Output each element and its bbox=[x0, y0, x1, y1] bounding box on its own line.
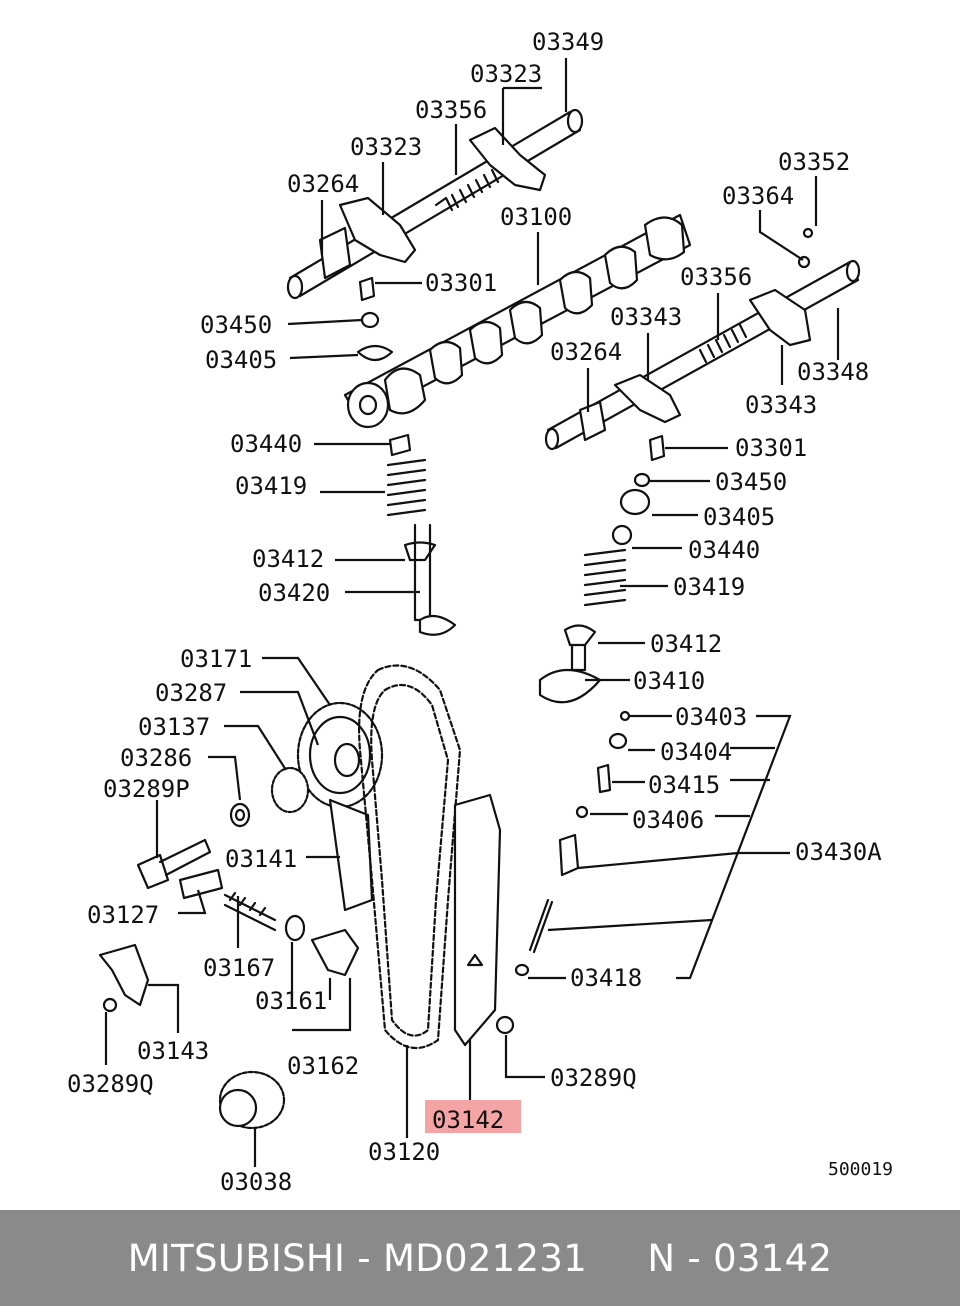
label-03289q-right: 03289Q bbox=[550, 1064, 637, 1092]
footer-bar: MITSUBISHI - MD021231 N - 03142 bbox=[0, 1210, 960, 1306]
label-03343-bottom: 03343 bbox=[745, 391, 817, 419]
label-03143: 03143 bbox=[137, 1037, 209, 1065]
rocker-shaft-right-drawing bbox=[544, 259, 861, 451]
label-03352: 03352 bbox=[778, 148, 850, 176]
label-03264-right: 03264 bbox=[550, 338, 622, 366]
rocker-shaft-left-drawing bbox=[286, 108, 584, 300]
label-03364: 03364 bbox=[722, 182, 794, 210]
label-03142: 03142 bbox=[432, 1106, 504, 1134]
label-03356-top: 03356 bbox=[415, 96, 487, 124]
label-03137: 03137 bbox=[138, 713, 210, 741]
valve-parts-right-drawing bbox=[538, 227, 814, 704]
label-03440-right: 03440 bbox=[688, 536, 760, 564]
sprocket-drawing bbox=[98, 701, 631, 1130]
label-03120: 03120 bbox=[368, 1138, 440, 1166]
leader-lines bbox=[104, 58, 840, 1167]
label-03343-top: 03343 bbox=[610, 303, 682, 331]
label-03430a: 03430A bbox=[795, 838, 882, 866]
label-03289q-left: 03289Q bbox=[67, 1070, 154, 1098]
label-03141: 03141 bbox=[225, 845, 297, 873]
label-03264-top: 03264 bbox=[287, 170, 359, 198]
label-03440-left: 03440 bbox=[230, 430, 302, 458]
label-03412-left: 03412 bbox=[252, 545, 324, 573]
label-03410: 03410 bbox=[633, 667, 705, 695]
footer-part-info: MITSUBISHI - MD021231 N - 03142 bbox=[127, 1236, 833, 1280]
label-03349: 03349 bbox=[532, 28, 604, 56]
label-03419-right: 03419 bbox=[673, 573, 745, 601]
label-03356-right: 03356 bbox=[680, 263, 752, 291]
label-03403: 03403 bbox=[675, 703, 747, 731]
label-03038: 03038 bbox=[220, 1168, 292, 1196]
label-03419-left: 03419 bbox=[235, 472, 307, 500]
label-03323-top: 03323 bbox=[470, 60, 542, 88]
label-03301-left: 03301 bbox=[425, 269, 497, 297]
label-03405-right: 03405 bbox=[703, 503, 775, 531]
label-03286: 03286 bbox=[120, 744, 192, 772]
valve-parts-left-drawing bbox=[356, 276, 457, 636]
label-03415: 03415 bbox=[648, 771, 720, 799]
label-03323-mid: 03323 bbox=[350, 133, 422, 161]
label-03450-right: 03450 bbox=[715, 468, 787, 496]
label-03167: 03167 bbox=[203, 954, 275, 982]
label-03405-left: 03405 bbox=[205, 346, 277, 374]
label-03418: 03418 bbox=[570, 964, 642, 992]
label-03412-right: 03412 bbox=[650, 630, 722, 658]
label-03127: 03127 bbox=[87, 901, 159, 929]
parts-diagram: 03349 03323 03356 03323 03264 03352 0336… bbox=[67, 28, 893, 1196]
label-03100: 03100 bbox=[500, 203, 572, 231]
label-03162: 03162 bbox=[287, 1052, 359, 1080]
camshaft-drawing bbox=[343, 213, 692, 429]
timing-chain-drawing bbox=[358, 664, 515, 1050]
label-03301-right: 03301 bbox=[735, 434, 807, 462]
highlight-box bbox=[425, 1100, 521, 1133]
label-03450-left: 03450 bbox=[200, 311, 272, 339]
diagram-code: 500019 bbox=[828, 1159, 893, 1180]
label-03171: 03171 bbox=[180, 645, 252, 673]
label-03404: 03404 bbox=[660, 738, 732, 766]
label-03348: 03348 bbox=[797, 358, 869, 386]
label-03289p: 03289P bbox=[103, 775, 190, 803]
label-03406: 03406 bbox=[632, 806, 704, 834]
label-03420: 03420 bbox=[258, 579, 330, 607]
label-03287: 03287 bbox=[155, 679, 227, 707]
label-03161: 03161 bbox=[255, 987, 327, 1015]
